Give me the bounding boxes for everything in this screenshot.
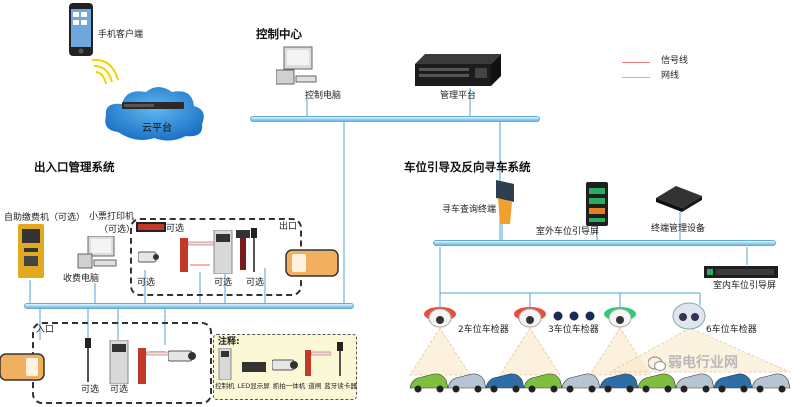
computer-icon	[276, 46, 317, 85]
parked-cars-row	[409, 373, 791, 393]
entry-barrier-gate-icon	[138, 348, 172, 384]
toll-computer-icon	[77, 236, 117, 269]
indoor-screen-label: 室内车位引导屏	[713, 281, 777, 291]
toll-pc-label: 收费电脑	[63, 274, 100, 284]
notes-bluetooth-reader-icon	[337, 342, 343, 376]
led-display-icon	[136, 222, 166, 232]
notes-item-control-machine: 控制机	[215, 382, 235, 390]
printer-optional-label: （可选）	[99, 225, 136, 235]
mobile-client-label: 手机客户端	[98, 30, 144, 40]
watermark-text: 弱电行业网	[668, 355, 738, 371]
exit-label: 出口	[279, 222, 298, 232]
outdoor-guidance-screen-icon	[586, 182, 608, 226]
entry-reader-icon	[85, 338, 91, 382]
management-platform-label: 管理平台	[440, 91, 477, 101]
car-3	[485, 373, 525, 393]
detector-6-icon	[672, 302, 706, 330]
detector-6-label: 6车位车检器	[706, 325, 757, 335]
car-1	[409, 373, 449, 393]
detector-3-icon	[514, 307, 546, 328]
entrance-system-title: 出入口管理系统	[34, 160, 115, 174]
notes-control-machine-icon	[218, 348, 232, 380]
detector-2-icon	[424, 307, 456, 328]
optional-label-2: 可选	[137, 278, 156, 288]
car-6	[599, 373, 639, 393]
detector-green-icon	[604, 307, 636, 328]
notes-items: 控制机 LED显示屏 抓拍一体机 道闸 蓝牙读卡器	[215, 380, 357, 390]
notes-item-bluetooth-reader: 蓝牙读卡器	[324, 382, 357, 390]
notes-title: 注释:	[218, 337, 240, 347]
detector-2-label: 2车位车检器	[458, 325, 509, 335]
guidance-network-bus	[433, 240, 776, 246]
notes-led-icon	[242, 362, 266, 372]
entry-label: 入口	[36, 325, 55, 335]
printer-label: 小票打印机	[89, 212, 135, 222]
optional-label-5: 可选	[81, 385, 100, 395]
capture-machine-icon	[236, 230, 250, 270]
optional-label-6: 可选	[110, 385, 129, 395]
bluetooth-reader-icon	[251, 228, 257, 272]
entry-camera-icon	[168, 350, 196, 362]
car-7	[637, 373, 677, 393]
notes-capture-camera-icon	[272, 359, 298, 371]
ellipsis-dots-icon	[553, 311, 595, 321]
control-center-title: 控制中心	[256, 27, 302, 41]
optional-label-3: 可选	[214, 278, 233, 288]
exit-car-icon	[285, 249, 339, 277]
cloud-platform-label: 云平台	[142, 123, 172, 134]
notes-item-barrier: 道闸	[308, 382, 322, 390]
search-kiosk-icon	[496, 180, 514, 224]
car-5	[561, 373, 601, 393]
legend-signal-label: 信号线	[661, 56, 689, 66]
guidance-system-title: 车位引导及反向寻车系统	[404, 160, 531, 174]
notes-item-capture-machine: 抓拍一体机	[272, 382, 306, 390]
cloud-icon	[105, 87, 204, 141]
terminal-device-label: 终端管理设备	[651, 224, 706, 234]
optional-label-4: 可选	[246, 278, 265, 288]
optional-label-1: 可选	[166, 224, 185, 234]
legend-signal-line	[622, 62, 650, 63]
car-9	[713, 373, 753, 393]
wechat-logo-icon	[648, 356, 666, 372]
server-icon	[415, 54, 501, 86]
legend-network-line	[622, 77, 650, 78]
self-pay-kiosk-icon	[18, 224, 44, 278]
parked-cars	[408, 370, 798, 394]
entry-control-machine-icon	[109, 340, 129, 384]
mobile-phone-icon	[69, 3, 93, 56]
car-8	[675, 373, 715, 393]
self-pay-label: 自助缴费机（可选）	[4, 213, 86, 223]
entry-car-icon	[0, 353, 45, 381]
indoor-guidance-screen-icon	[704, 266, 778, 278]
search-kiosk-label: 寻车查询终端	[442, 205, 497, 215]
car-4	[523, 373, 563, 393]
legend-network-label: 网线	[661, 71, 680, 81]
control-pc-label: 控制电脑	[305, 91, 342, 101]
camera-icon	[138, 251, 159, 263]
outdoor-screen-label: 室外车位引导屏	[536, 227, 600, 237]
notes-item-led-screen: LED显示屏	[237, 382, 270, 390]
entrance-network-bus	[24, 303, 354, 309]
car-10	[751, 373, 791, 393]
car-2	[447, 373, 487, 393]
barrier-gate-icon	[180, 238, 214, 272]
main-network-bus	[250, 116, 540, 122]
control-machine-icon	[213, 230, 233, 274]
notes-barrier-icon	[305, 350, 331, 376]
detector-3-label: 3车位车检器	[548, 325, 599, 335]
terminal-device-icon	[656, 186, 702, 212]
